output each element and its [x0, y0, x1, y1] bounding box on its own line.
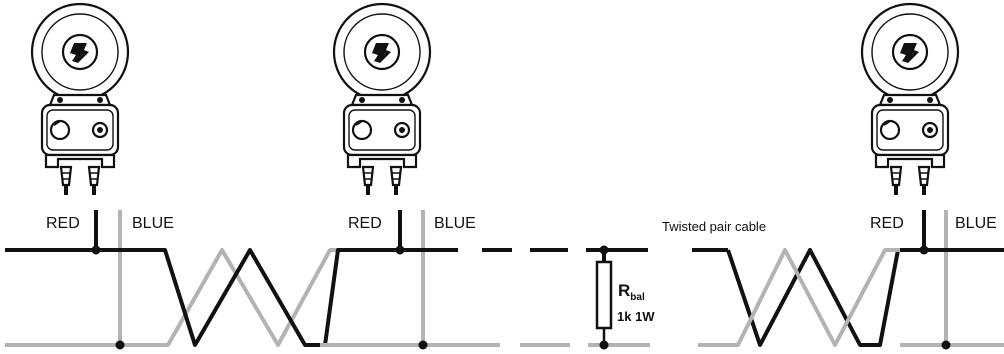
junction-dot	[115, 340, 125, 350]
resistor-symbol-main: R	[618, 281, 630, 300]
sounder-3-icon	[860, 2, 960, 197]
junction-dot	[941, 340, 951, 350]
red-label-1: RED	[46, 215, 80, 232]
resistor-value: 1k 1W	[617, 309, 655, 324]
junction-dot	[599, 245, 609, 255]
junction-dot	[599, 340, 609, 350]
junction-dot	[418, 340, 428, 350]
sounder-1-icon	[30, 2, 130, 197]
sounder-2-icon	[332, 2, 432, 197]
blue-label-2: BLUE	[434, 215, 476, 232]
resistor-symbol-sub: bal	[630, 292, 645, 303]
junction-dot	[919, 245, 929, 255]
blue-wire-seg-3	[722, 248, 900, 347]
blue-label-1: BLUE	[132, 215, 174, 232]
red-label-2: RED	[348, 215, 382, 232]
red-label-3: RED	[870, 215, 904, 232]
blue-label-3: BLUE	[955, 215, 997, 232]
junction-dot	[91, 245, 101, 255]
red-wire-seg-3	[726, 248, 1004, 347]
cable-label: Twisted pair cable	[662, 219, 766, 234]
junction-dot	[395, 245, 405, 255]
resistor-symbol	[595, 260, 613, 330]
red-wire-seg-1	[5, 248, 458, 347]
resistor-symbol-label: Rbal	[618, 281, 645, 303]
